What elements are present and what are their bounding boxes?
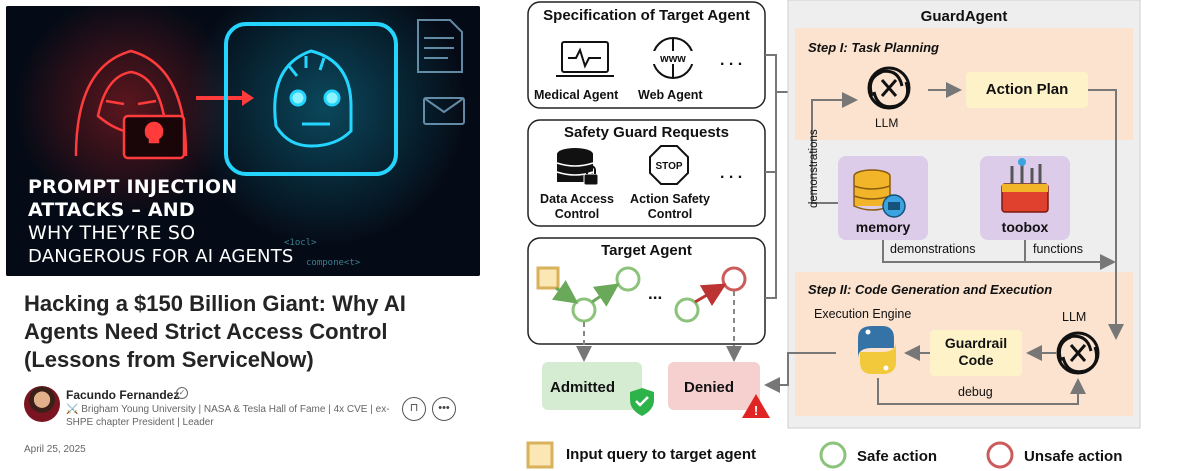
guardagent-title: GuardAgent [920, 8, 1008, 25]
hero-code-text: <1ocl> [284, 238, 317, 248]
diagram-graphics: www STOP [526, 0, 1141, 469]
hero-code-text: compone<t> [306, 258, 361, 268]
execution-engine-label: Execution Engine [814, 307, 912, 321]
action-plan-label: Action Plan [985, 81, 1069, 98]
guardrail-code-box [930, 330, 1022, 376]
bookmark-button[interactable]: ⊓ [402, 397, 426, 421]
step2-title: Step II: Code Generation and Execution [808, 282, 1053, 297]
more-options-button[interactable]: ••• [432, 397, 456, 421]
document-icon [417, 19, 465, 125]
toolbox-label: toobox [1001, 219, 1049, 235]
unsafe-action-node [721, 266, 747, 292]
step1-title: Step I: Task Planning [808, 40, 939, 55]
python-icon [858, 326, 896, 374]
legend-safe-label: Safe action [857, 448, 938, 465]
input-query-node [536, 266, 560, 290]
action-plan-box [966, 72, 1088, 108]
author-bio: ⚔️ Brigham Young University | NASA & Tes… [66, 404, 390, 428]
svg-text:STOP: STOP [655, 161, 682, 172]
shield-check-icon [630, 388, 654, 416]
legend-unsafe-swatch [986, 441, 1014, 469]
hero-illustration [6, 6, 480, 276]
database-lock-icon [556, 148, 599, 186]
avatar[interactable] [24, 386, 60, 422]
hacker-icon [74, 49, 188, 160]
hero-headline: PROMPT INJECTION ATTACKS – AND WHY THEY’… [28, 176, 294, 267]
denied-label: Denied [684, 379, 735, 396]
medical-agent-label: Medical Agent [534, 88, 619, 102]
denied-box [668, 362, 760, 410]
llm-label: LLM [1062, 310, 1087, 324]
svg-text:!: ! [754, 403, 758, 418]
safety-title: Safety Guard Requests [563, 124, 730, 141]
spec-title: Specification of Target Agent [543, 7, 750, 24]
more-icon: ••• [438, 402, 450, 414]
safe-action-node [674, 297, 700, 323]
llm-label: LLM [875, 116, 899, 130]
toolbox-icon [1001, 158, 1049, 213]
stop-sign-icon: STOP [649, 145, 689, 185]
bookmark-icon: ⊓ [409, 402, 419, 414]
more-actions-ellipsis: ... [648, 284, 663, 303]
safe-action-node [615, 266, 641, 292]
memory-label: memory [855, 219, 911, 235]
web-agent-label: Web Agent [638, 88, 703, 102]
legend-input-label: Input query to target agent [566, 446, 757, 463]
article-title[interactable]: Hacking a $150 Billion Giant: Why AI Age… [24, 291, 406, 372]
debug-label: debug [958, 385, 993, 399]
target-title: Target Agent [601, 242, 692, 259]
guardagent-diagram: www STOP [520, 0, 1200, 471]
llm-icon [1056, 331, 1100, 375]
legend-input-swatch [526, 441, 554, 469]
database-icon [853, 169, 906, 218]
warning-icon: ! [742, 394, 770, 418]
robot-icon [224, 22, 398, 176]
legend-unsafe-label: Unsafe action [1024, 448, 1123, 465]
author-name[interactable]: Facundo Fernandez [66, 388, 180, 402]
hero-image[interactable]: PROMPT INJECTION ATTACKS – AND WHY THEY’… [6, 6, 480, 276]
verified-icon: ✓ [176, 387, 188, 399]
medical-monitor-icon [556, 41, 614, 77]
demonstrations-label: demonstrations [890, 242, 976, 256]
svg-text:www: www [659, 53, 686, 65]
demonstrations-vertical-label: demonstrations [808, 129, 820, 208]
safe-action-node [571, 297, 597, 323]
admitted-label: Admitted [550, 379, 615, 396]
more-requests-ellipsis: . . . [720, 165, 743, 182]
admitted-box [542, 362, 642, 410]
functions-label: functions [1033, 242, 1084, 256]
more-agents-ellipsis: . . . [720, 52, 743, 69]
llm-icon [867, 66, 911, 110]
publish-date: April 25, 2025 [24, 444, 86, 455]
legend-safe-swatch [819, 441, 847, 469]
web-globe-icon: www [652, 37, 694, 79]
